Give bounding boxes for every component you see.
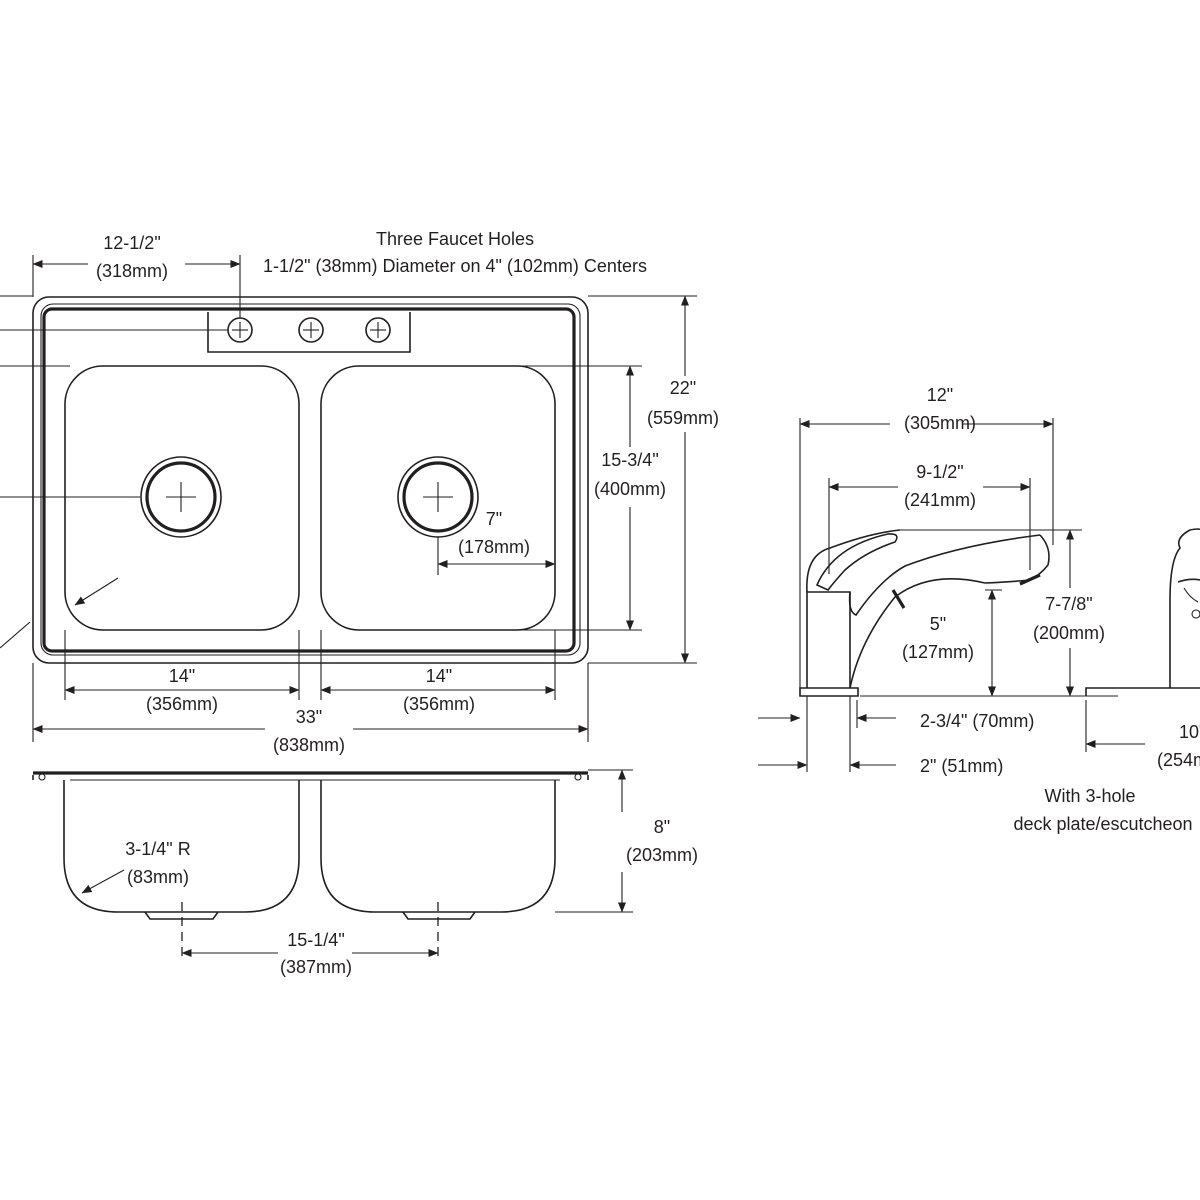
dim-bowl-depth-inch: 15-3/4"	[601, 450, 658, 470]
right-bowl	[320, 365, 556, 631]
faucet-holes-title: Three Faucet Holes	[376, 229, 534, 249]
dim-bowl-height-inch: 8"	[654, 817, 670, 837]
sink-side-view	[32, 771, 589, 920]
dim-spout-reach-mm: (241mm)	[904, 490, 976, 510]
dim-spout-reach-inch: 9-1/2"	[916, 462, 963, 482]
dim-overall-depth-inch: 22"	[670, 378, 696, 398]
dim-deckplate-width-inch: 10"	[1179, 722, 1200, 742]
dim-spout-height-mm: (127mm)	[902, 642, 974, 662]
dim-overall-width-inch: 33"	[296, 707, 322, 727]
dim-bowl-height-mm: (203mm)	[626, 845, 698, 865]
dim-faucet-offset-mm: (318mm)	[96, 261, 168, 281]
dim-drain-centers-mm: (387mm)	[280, 957, 352, 977]
dim-spout-height-inch: 5"	[930, 614, 946, 634]
dim-bowl-depth-mm: (400mm)	[594, 479, 666, 499]
dim-base-width: 2" (51mm)	[920, 756, 1003, 776]
left-bowl	[64, 365, 300, 631]
sink-top-view	[32, 296, 589, 664]
faucet-base	[799, 687, 859, 697]
dim-left-bowl-width-inch: 14"	[169, 666, 195, 686]
right-drain-flange	[402, 911, 476, 920]
dim-overall-depth-mm: (559mm)	[647, 408, 719, 428]
dim-overall-width-mm: (838mm)	[273, 735, 345, 755]
top-view-dimension-lines	[0, 255, 697, 742]
dim-faucet-height-mm: (200mm)	[1033, 623, 1105, 643]
dim-base-depth: 2-3/4" (70mm)	[920, 711, 1034, 731]
dim-spout-total-inch: 12"	[927, 385, 953, 405]
dim-faucet-height-inch: 7-7/8"	[1045, 594, 1092, 614]
dimension-labels: Three Faucet Holes 1-1/2" (38mm) Diamete…	[96, 229, 1200, 977]
faucet-front-partial	[1085, 528, 1200, 696]
dim-right-bowl-width-inch: 14"	[426, 666, 452, 686]
dim-corner-radius-mm: (83mm)	[127, 867, 189, 887]
dim-drain-offset-inch: 7"	[486, 509, 502, 529]
faucet-ledge	[207, 312, 411, 353]
faucet-hole-1	[227, 317, 253, 343]
faucet-holes-spec: 1-1/2" (38mm) Diameter on 4" (102mm) Cen…	[263, 256, 647, 276]
right-drain	[397, 456, 479, 538]
faucet-dimension-lines	[758, 418, 1145, 772]
deckplate-note-line2: deck plate/escutcheon	[1013, 814, 1192, 834]
dim-right-bowl-width-mm: (356mm)	[403, 694, 475, 714]
dim-deckplate-width-mm: (254mm)	[1157, 750, 1200, 770]
side-view-dimension-lines	[81, 769, 633, 962]
dim-drain-offset-mm: (178mm)	[458, 537, 530, 557]
right-bowl-profile	[320, 780, 556, 913]
faucet-hole-3	[365, 317, 391, 343]
left-drain	[140, 456, 222, 538]
dim-faucet-offset-inch: 12-1/2"	[103, 233, 160, 253]
faucet-hole-2	[298, 317, 324, 343]
faucet-side-view	[799, 529, 1050, 697]
deckplate-note-line1: With 3-hole	[1044, 786, 1135, 806]
dim-spout-total-mm: (305mm)	[904, 413, 976, 433]
dim-left-bowl-width-mm: (356mm)	[146, 694, 218, 714]
left-bowl-profile	[63, 780, 300, 913]
dim-corner-radius-inch: 3-1/4" R	[125, 839, 190, 859]
dim-drain-centers-inch: 15-1/4"	[287, 930, 344, 950]
